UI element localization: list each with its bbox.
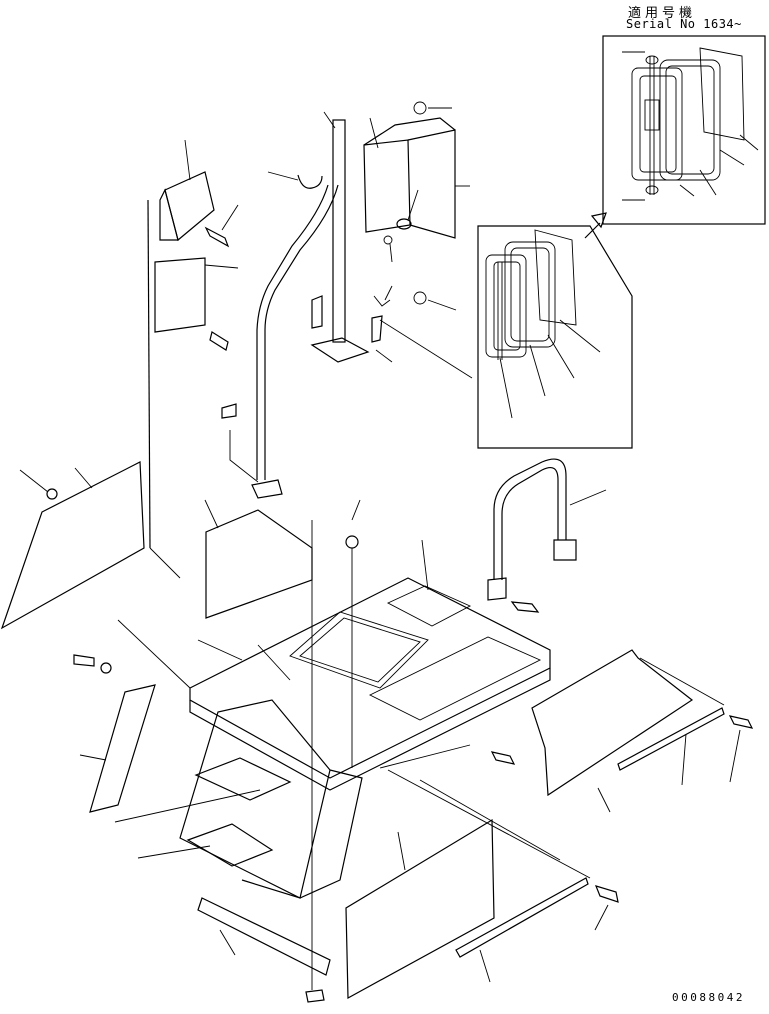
drawing-code: 00088042 — [672, 991, 745, 1004]
applicability-label: 適用号機 — [628, 6, 697, 21]
lower-bracket — [197, 707, 725, 983]
guide-lines — [117, 319, 741, 931]
bolt-set — [305, 295, 754, 1003]
mirror-detail-box — [477, 225, 633, 449]
step-assembly — [114, 699, 363, 899]
inset-detail-box — [602, 35, 766, 225]
left-upper-cover — [154, 139, 239, 351]
left-small-panel — [73, 654, 156, 813]
mid-left-panel — [204, 403, 313, 619]
floor-frame — [189, 539, 551, 791]
handrail — [251, 171, 339, 499]
top-bracket-assembly — [363, 101, 470, 311]
right-side-panel — [345, 649, 694, 1000]
vertical-post — [310, 111, 370, 363]
right-handrail — [487, 458, 607, 601]
serial-number-label: Serial No 1634~ — [626, 17, 742, 31]
left-side-panel — [0, 199, 181, 630]
